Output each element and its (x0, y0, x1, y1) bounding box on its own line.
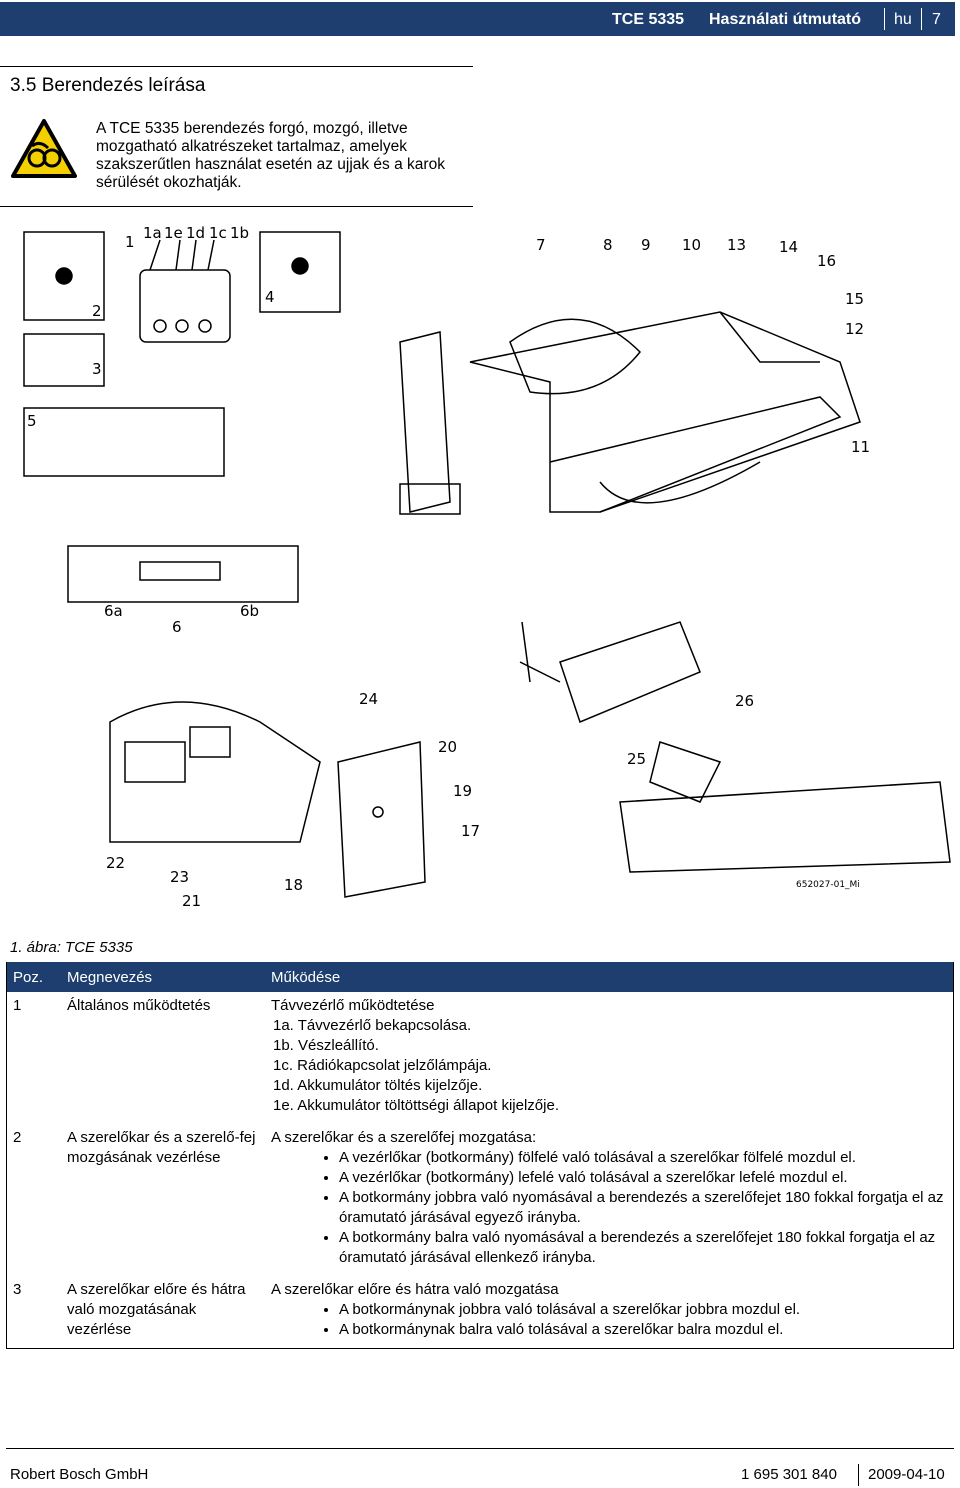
svg-text:22: 22 (106, 854, 125, 872)
svg-text:1d: 1d (186, 224, 205, 242)
svg-text:20: 20 (438, 738, 457, 756)
row-name: A szerelőkar és a szerelő-fej mozgásának… (67, 1129, 256, 1166)
function-line: 1a. Távvezérlő bekapcsolása. (273, 1017, 472, 1034)
svg-text:11: 11 (851, 438, 870, 456)
function-bullet: A botkormánynak jobbra való tolásával a … (339, 1300, 947, 1320)
footer-doc-number: 1 695 301 840 (741, 1466, 837, 1483)
function-bullet: A botkormány jobbra való nyomásával a be… (339, 1188, 947, 1228)
svg-text:1b: 1b (230, 224, 249, 242)
svg-text:13: 13 (727, 236, 746, 254)
svg-text:17: 17 (461, 822, 480, 840)
svg-text:2: 2 (92, 302, 102, 320)
footer-date: 2009-04-10 (868, 1466, 945, 1483)
col-header-function: Működése (265, 962, 954, 992)
svg-text:24: 24 (359, 690, 378, 708)
section-rule (0, 66, 473, 67)
table-row: 3 A szerelőkar előre és hátra való mozga… (6, 1276, 954, 1349)
row-pos: 3 (6, 1276, 61, 1349)
footer-separator (858, 1464, 859, 1486)
svg-text:4: 4 (265, 288, 275, 306)
svg-text:23: 23 (170, 868, 189, 886)
function-bullet: A botkormánynak balra való tolásával a s… (339, 1320, 947, 1340)
table-row: 2 A szerelőkar és a szerelő-fej mozgásán… (7, 1124, 954, 1276)
table-row: 1 Általános működtetés Távvezérlő működt… (7, 992, 954, 1124)
header-separator (921, 8, 922, 30)
svg-text:25: 25 (627, 750, 646, 768)
row-function: A szerelőkar előre és hátra való mozgatá… (265, 1276, 954, 1349)
svg-text:6: 6 (172, 618, 182, 636)
svg-text:3: 3 (92, 360, 102, 378)
svg-text:5: 5 (27, 412, 37, 430)
row-pos: 2 (13, 1129, 22, 1146)
function-line: 1b. Vészleállító. (273, 1037, 379, 1054)
svg-text:1c: 1c (209, 224, 227, 242)
svg-text:652027-01_Mi: 652027-01_Mi (796, 880, 860, 890)
row-function: Távvezérlő működtetése 1a. Távvezérlő be… (265, 992, 954, 1124)
svg-text:6a: 6a (104, 602, 123, 620)
col-header-pos: Poz. (6, 962, 61, 992)
page-header: TCE 5335 Használati útmutató hu 7 (0, 2, 955, 36)
function-title: Távvezérlő működtetése (271, 997, 435, 1014)
svg-text:16: 16 (817, 252, 836, 270)
col-header-name: Megnevezés (61, 962, 265, 992)
function-line: 1e. Akkumulátor töltöttségi állapot kije… (273, 1097, 559, 1114)
header-page: 7 (932, 11, 941, 28)
svg-text:18: 18 (284, 876, 303, 894)
svg-text:8: 8 (603, 236, 613, 254)
function-bullet: A vezérlőkar (botkormány) fölfelé való t… (339, 1148, 947, 1168)
function-line: 1d. Akkumulátor töltés kijelzője. (273, 1077, 483, 1094)
warning-text: A TCE 5335 berendezés forgó, mozgó, ille… (96, 120, 445, 191)
svg-text:1: 1 (125, 233, 135, 251)
svg-text:6b: 6b (240, 602, 259, 620)
svg-text:7: 7 (536, 236, 546, 254)
header-lang: hu (894, 11, 912, 28)
function-line: 1c. Rádiókapcsolat jelzőlámpája. (273, 1057, 492, 1074)
function-bullet: A botkormány balra való nyomásával a ber… (339, 1228, 947, 1268)
svg-text:1e: 1e (164, 224, 183, 242)
function-bullet: A vezérlőkar (botkormány) lefelé való to… (339, 1168, 947, 1188)
row-pos: 1 (13, 997, 22, 1014)
row-function: A szerelőkar és a szerelőfej mozgatása: … (265, 1124, 954, 1276)
svg-text:19: 19 (453, 782, 472, 800)
header-separator (884, 8, 885, 30)
svg-text:12: 12 (845, 320, 864, 338)
warning-hand-icon (11, 119, 77, 178)
function-table: Poz. Megnevezés Működése 1 Általános műk… (6, 962, 954, 1349)
header-model: TCE 5335 (612, 11, 685, 28)
row-name: Általános működtetés (67, 997, 211, 1014)
svg-text:21: 21 (182, 892, 201, 910)
function-title: A szerelőkar előre és hátra való mozgatá… (271, 1281, 559, 1298)
footer-rule (6, 1448, 954, 1449)
warning-rule (0, 206, 473, 207)
header-title: Használati útmutató (709, 11, 862, 28)
svg-text:14: 14 (779, 238, 798, 256)
footer-company: Robert Bosch GmbH (10, 1466, 149, 1483)
svg-text:1a: 1a (143, 224, 162, 242)
svg-text:15: 15 (845, 290, 864, 308)
svg-text:10: 10 (682, 236, 701, 254)
svg-text:9: 9 (641, 236, 651, 254)
section-title: 3.5 Berendezés leírása (10, 75, 206, 96)
row-name: A szerelőkar előre és hátra való mozgatá… (61, 1276, 265, 1349)
function-title: A szerelőkar és a szerelőfej mozgatása: (271, 1129, 537, 1146)
svg-text:26: 26 (735, 692, 754, 710)
figure-caption: 1. ábra: TCE 5335 (10, 939, 133, 956)
